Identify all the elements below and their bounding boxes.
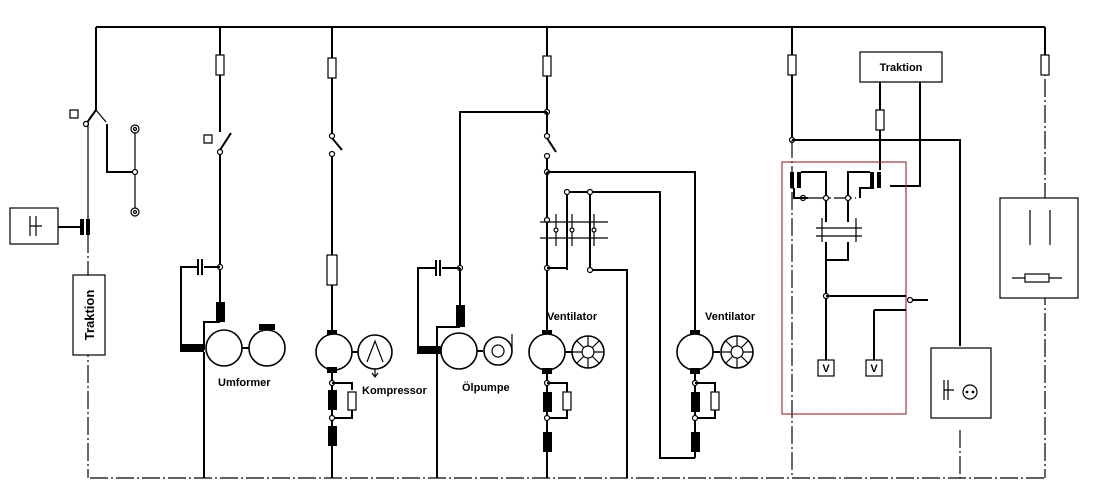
voltmeter-2-label: V <box>870 363 878 375</box>
kompressor-label: Kompressor <box>362 385 428 397</box>
ventilator-1-branch: Ventilator <box>459 27 696 478</box>
umformer-label: Umformer <box>218 377 271 389</box>
kompressor-branch: Kompressor <box>315 27 428 478</box>
socket-box <box>930 347 992 419</box>
umformer-motor-2 <box>248 329 286 367</box>
voltmeter-1 <box>817 359 835 377</box>
fuse-right <box>1040 54 1050 76</box>
oelpumpe-branch: Ölpumpe <box>417 260 513 478</box>
control-section: Traktion V V <box>781 27 1079 478</box>
ventilator-2-label: Ventilator <box>705 311 756 323</box>
fuse-kompressor <box>327 57 337 79</box>
fuse-ventilator <box>542 55 552 77</box>
traktion-top-label: Traktion <box>880 62 923 74</box>
kompressor-motor <box>315 333 353 371</box>
main-switch-branch <box>69 27 140 217</box>
voltmeter-1-label: V <box>822 363 830 375</box>
fuse-control <box>787 54 797 76</box>
traktion-left-label: Traktion <box>82 290 97 341</box>
umformer-branch: Umformer <box>180 27 286 478</box>
socket-icon <box>962 384 978 400</box>
voltmeter-2 <box>865 359 883 377</box>
ventilator-2-branch: Ventilator <box>676 311 756 458</box>
ventilator-2-motor <box>676 333 714 371</box>
ventilator-1-motor <box>528 333 566 371</box>
ventilator-1-label: Ventilator <box>547 311 598 323</box>
umformer-motor-1 <box>205 329 243 367</box>
control-box-outline <box>781 161 907 415</box>
contactor-network <box>540 188 695 478</box>
heater-box <box>999 197 1079 299</box>
oelpumpe-label: Ölpumpe <box>462 381 510 394</box>
resistor-kompressor <box>326 254 338 286</box>
oelpumpe-motor <box>440 332 478 370</box>
left-sensor-box <box>9 207 90 245</box>
traktion-box-left: Traktion <box>72 274 106 356</box>
fuse-umformer <box>215 54 225 76</box>
